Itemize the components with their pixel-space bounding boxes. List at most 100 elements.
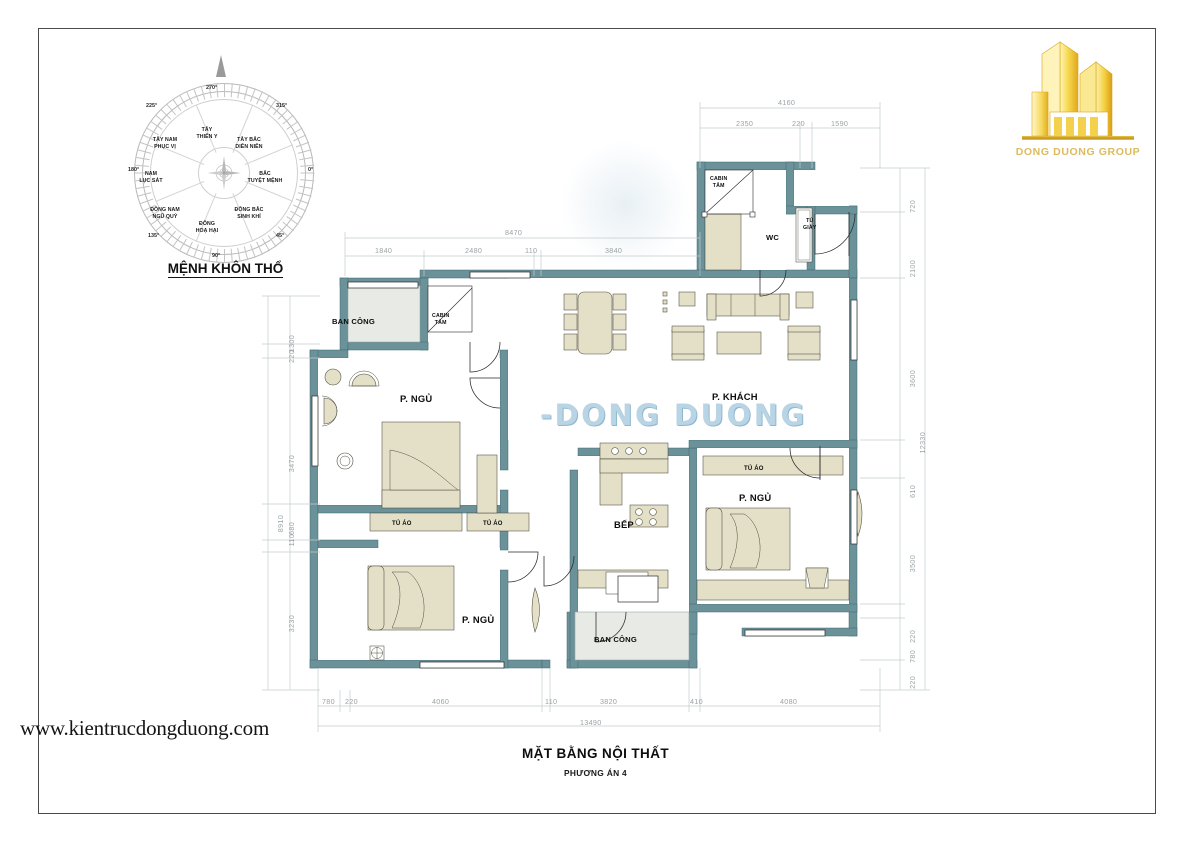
sofa-armrest (706, 293, 717, 321)
washing-machine (617, 575, 659, 603)
armchair-front (787, 353, 821, 361)
door-swings (469, 212, 856, 643)
shoe-cabinet (795, 207, 813, 263)
logo-company-name: DONG DUONG GROUP (1015, 146, 1141, 158)
kitchen-hob-counter (629, 504, 669, 528)
dimension-value: 3500 (908, 555, 917, 573)
sofa-armrest (779, 293, 790, 321)
room-label-ban-c-ng: BAN CÔNG (332, 317, 375, 326)
armchair-back (671, 325, 705, 333)
bed-pillow (367, 565, 385, 631)
dimension-value: 2480 (465, 246, 483, 255)
building-logo-icon (1022, 41, 1134, 140)
dimension-value: 220 (287, 350, 296, 363)
compass-tick-ring (134, 83, 315, 263)
compass-title: MỆNH KHÔN THỔ (128, 260, 323, 278)
dimension-value: 220 (792, 119, 805, 128)
watermark-blob (560, 140, 690, 270)
round-stool (324, 368, 342, 386)
burner (625, 447, 633, 455)
compass-degree-label: 135° (148, 233, 160, 239)
bed-duvet (389, 449, 459, 491)
windows (311, 271, 858, 669)
dining-chair (563, 313, 578, 331)
dimension-value: 220 (345, 697, 358, 706)
compass-degree-label: 90° (212, 253, 221, 259)
balcony-lower (574, 611, 690, 661)
dimension-value: 8470 (505, 228, 523, 237)
compass-degree-label: 225° (146, 103, 158, 109)
wall-decor (531, 587, 540, 633)
room-label-ban-c-ng: BAN CÔNG (594, 635, 637, 644)
company-logo: DONG DUONG GROUP (1008, 24, 1148, 164)
dimension-value: 610 (908, 485, 917, 498)
room-label-t-o: TỦ ÁO (744, 466, 764, 472)
room-label-t-o: TỦ ÁO (392, 521, 412, 527)
compass-degree-label: 270° (206, 85, 218, 91)
dimension-value: 110 (287, 534, 296, 547)
decor-item (662, 291, 668, 297)
dimension-lines (262, 102, 930, 732)
dimension-value: 3840 (605, 246, 623, 255)
compass-rose-icon (207, 156, 241, 190)
website-url[interactable]: www.kientrucdongduong.com (20, 716, 270, 740)
tv-console (599, 442, 669, 460)
compass-degree-label: 0° (308, 167, 314, 173)
dimension-value: 780 (322, 697, 335, 706)
armchair-left (671, 329, 705, 357)
armchair-right (787, 329, 821, 357)
dimension-value: 4060 (432, 697, 450, 706)
dining-table (577, 291, 613, 355)
dimension-value: 410 (690, 697, 703, 706)
dimension-value: 12330 (918, 432, 927, 454)
dimension-value: 8910 (276, 515, 285, 533)
dimension-value: 220 (908, 630, 917, 643)
dimension-value: 680 (287, 522, 296, 535)
kitchen-counter-top (599, 458, 669, 474)
dimension-value: 220 (908, 676, 917, 689)
compass-hub-ring (198, 147, 250, 199)
room-label-wc: WC (766, 233, 780, 242)
armchair-back (787, 325, 821, 333)
compass-title-text: MỆNH KHÔN THỔ (167, 261, 284, 278)
dimension-value: 110 (525, 246, 538, 255)
bed-duvet (391, 571, 425, 629)
compass-degree-label: 180° (128, 167, 140, 173)
armchair-front (671, 353, 705, 361)
decor-item (662, 299, 668, 305)
furniture (321, 207, 863, 661)
wardrobe-right-bedroom (702, 455, 844, 476)
room-label-p-ng: P. NGỦ (739, 492, 772, 503)
wardrobe-corridor (466, 512, 530, 532)
room-label-p-kh-ch: P. KHÁCH (712, 391, 758, 402)
dining-chair (563, 293, 578, 311)
room-label-p-ng: P. NGỦ (400, 393, 433, 404)
dining-chair (563, 333, 578, 351)
dining-chair (612, 293, 627, 311)
page-subtitle: PHƯƠNG ÁN 4 (564, 768, 627, 778)
dimension-value: 3820 (600, 697, 618, 706)
dimension-value: 13490 (580, 718, 602, 727)
compass-degree-label: 315° (276, 103, 288, 109)
coffee-table (716, 331, 762, 355)
shower-cabins (427, 169, 756, 333)
room-label-p-ng: P. NGỦ (462, 614, 495, 625)
wardrobe-vertical (476, 454, 498, 514)
dimension-value: 110 (545, 697, 558, 706)
dimension-value: 2350 (736, 119, 754, 128)
room-label-t-o: TỦ ÁO (483, 521, 503, 527)
bed-pillow (705, 507, 723, 571)
north-arrow-icon (216, 55, 226, 77)
dining-chair (612, 333, 627, 351)
